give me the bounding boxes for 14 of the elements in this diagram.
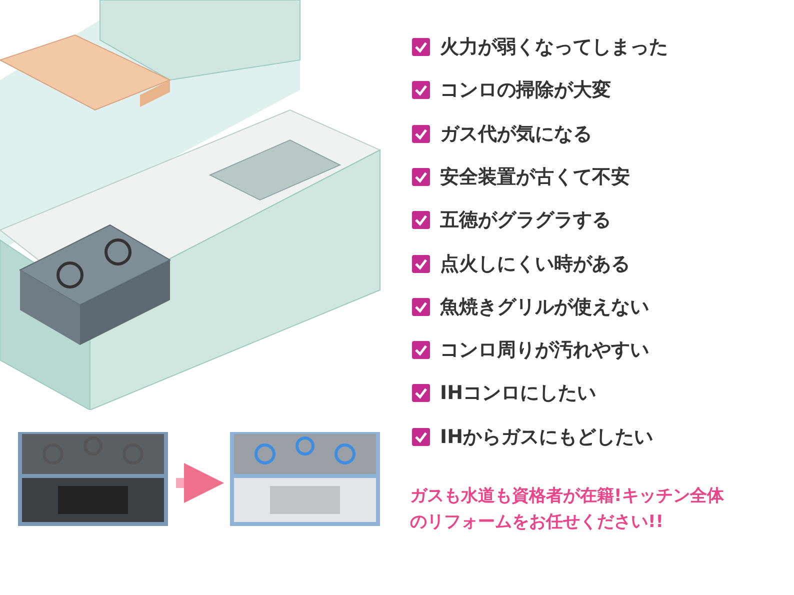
new-stove-picture	[230, 432, 380, 526]
checklist-item: 火力が弱くなってしまった	[440, 35, 668, 60]
checklist-item: 魚焼きグリルが使えない	[440, 294, 649, 320]
arrow	[176, 463, 224, 503]
checklist-item: IHコンロにしたい	[440, 381, 596, 406]
checklist-item: コンロ周りが汚れやすい	[440, 338, 649, 364]
checklist-item: 安全装置が古くて不安	[440, 164, 630, 190]
old-stove-picture	[18, 432, 168, 526]
checklist-item: 五徳がグラグラする	[440, 208, 611, 234]
checklist-item: コンロの掃除が大変	[440, 78, 611, 104]
checklist-item: 点火しにくい時がある	[440, 252, 630, 276]
checklist-item: IHからガスにもどしたい	[440, 424, 653, 450]
promo-text: ガスも水道も資格者が在籍!キッチン全体のリフォームをお任せください!!	[410, 485, 725, 534]
checklist-item: ガス代が気になる	[440, 122, 592, 147]
